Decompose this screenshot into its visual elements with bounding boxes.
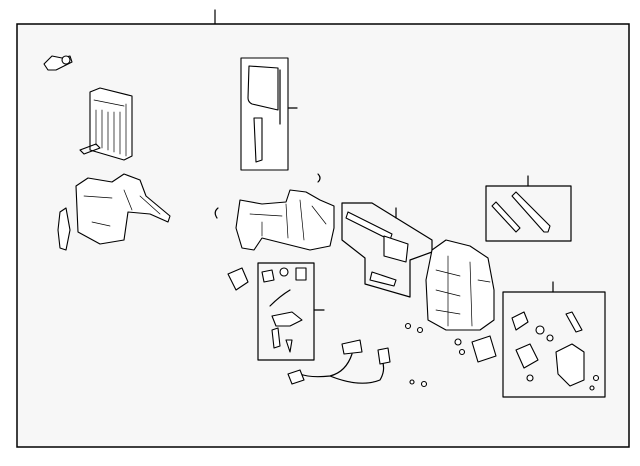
- part-clip-c2: [214, 207, 219, 219]
- part-group-door-set: [240, 57, 298, 171]
- part-blower-motor: [471, 335, 497, 363]
- part-resistor: [227, 267, 249, 291]
- part-group-actuator: [502, 281, 606, 398]
- part-evaporator-core: [79, 87, 133, 161]
- part-heater-unit: [425, 239, 495, 331]
- part-blower-housing: [57, 173, 171, 251]
- part-clip-c: [317, 173, 321, 183]
- part-group-filter: [485, 175, 572, 242]
- part-group-duct: [341, 202, 433, 298]
- part-clip: [43, 55, 73, 71]
- part-wire-harness: [287, 339, 391, 385]
- part-heater-case: [235, 189, 335, 251]
- part-group-sensor: [257, 262, 325, 361]
- part-fasteners: [404, 322, 600, 391]
